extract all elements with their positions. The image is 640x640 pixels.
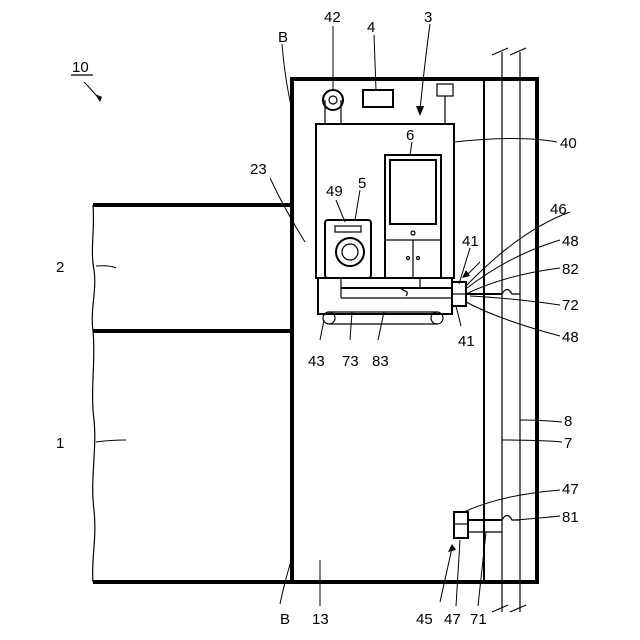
label-48-top: 48 [562,233,579,250]
label-41-top: 41 [462,233,479,250]
top-equipment [323,84,453,124]
label-5: 5 [358,175,366,192]
label-13: 13 [312,611,329,628]
label-47-right: 47 [562,481,579,498]
car-unit [316,124,454,324]
label-48-bot: 48 [562,329,579,346]
label-45: 45 [416,611,433,628]
label-7: 7 [564,435,572,452]
label-23: 23 [250,161,267,178]
label-4: 4 [367,19,375,36]
label-B-bot: B [280,611,290,628]
label-71: 71 [470,611,487,628]
label-46: 46 [550,201,567,218]
label-B-top: B [278,29,288,46]
label-2: 2 [56,259,64,276]
label-82: 82 [562,261,579,278]
label-72: 72 [562,297,579,314]
floor-blocks [92,205,292,582]
label-8: 8 [564,413,572,430]
label-41-bot: 41 [458,333,475,350]
vertical-rails [492,48,526,612]
label-47-bot: 47 [444,611,461,628]
label-40: 40 [560,135,577,152]
label-49: 49 [326,183,343,200]
label-6: 6 [406,127,414,144]
label-73: 73 [342,353,359,370]
label-42: 42 [324,9,341,26]
reference-labels: 42 4 3 B 40 6 23 49 5 46 41 48 82 72 48 … [56,9,579,628]
label-3: 3 [424,9,432,26]
figure-number: 10 [72,59,89,76]
figure-reference: 10 [71,59,102,102]
label-81: 81 [562,509,579,526]
label-43: 43 [308,353,325,370]
label-83: 83 [372,353,389,370]
label-1: 1 [56,435,64,452]
